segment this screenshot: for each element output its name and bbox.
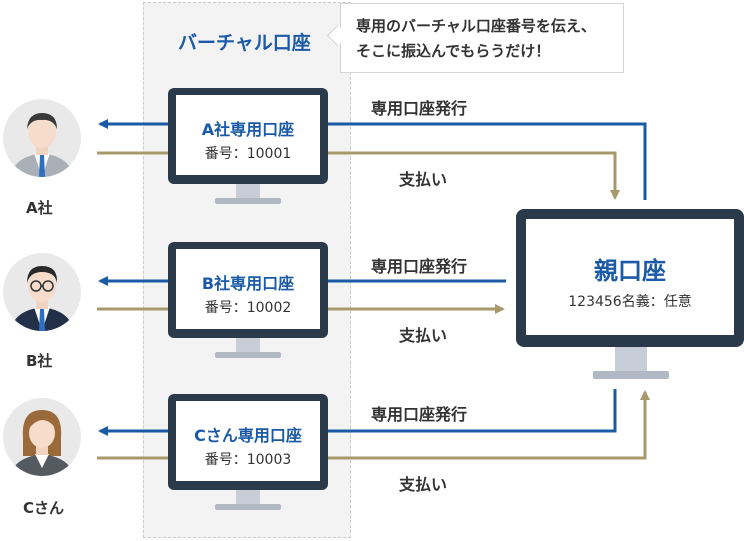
parent-account-monitor: 親口座 123456名義：任意: [516, 209, 744, 347]
monitor-stand: [236, 338, 260, 352]
account-monitor-c: Cさん専用口座 番号：10003: [168, 394, 328, 510]
virtual-zone-title: バーチャル口座: [178, 32, 311, 54]
monitor-base: [215, 352, 281, 358]
callout-text: 専用のバーチャル口座番号を伝え、 そこに振込んでもらうだけ！: [356, 14, 596, 64]
businessman-icon: [11, 113, 73, 177]
monitor-stand: [236, 184, 260, 198]
person-c-label: Cさん: [23, 499, 65, 517]
account-title-c: Cさん専用口座: [194, 426, 302, 445]
businesswoman-icon: [11, 410, 73, 476]
monitor-screen: Cさん専用口座 番号：10003: [176, 401, 320, 481]
account-number-c: 番号：10003: [204, 452, 292, 468]
businessman-glasses-icon: [11, 266, 73, 331]
issue-label-b: 専用口座発行: [371, 257, 468, 276]
monitor-base: [215, 504, 281, 510]
company-a-label: A社: [26, 199, 53, 217]
callout-line-1: 専用のバーチャル口座番号を伝え、: [356, 17, 596, 35]
account-title-a: A社専用口座: [201, 120, 295, 139]
person-c-avatar: [3, 398, 81, 476]
company-b-avatar: [3, 253, 81, 331]
parent-monitor-base: [593, 371, 669, 379]
issue-line-c-right: [328, 389, 617, 433]
parent-monitor-stand: [615, 347, 647, 371]
parent-account-title: 親口座: [594, 257, 666, 285]
account-number-b: 番号：10002: [204, 300, 292, 316]
account-monitor-b: B社専用口座 番号：10002: [168, 242, 328, 358]
pay-line-c-right: [328, 390, 650, 460]
monitor-stand: [236, 490, 260, 504]
callout-line-2: そこに振込んでもらうだけ！: [356, 42, 551, 60]
monitor-screen: A社専用口座 番号：10001: [176, 95, 320, 175]
company-b-label: B社: [26, 352, 53, 370]
company-a-avatar: [3, 99, 81, 177]
account-number-a: 番号：10001: [204, 146, 292, 162]
issue-label-c: 専用口座発行: [371, 405, 468, 424]
parent-account-subtitle: 123456名義：任意: [568, 294, 692, 310]
account-monitor-a: A社専用口座 番号：10001: [168, 88, 328, 204]
monitor-screen: B社専用口座 番号：10002: [176, 249, 320, 329]
monitor-base: [215, 198, 281, 204]
callout-box: [340, 3, 624, 73]
issue-label-a: 専用口座発行: [371, 99, 468, 118]
pay-label-c: 支払い: [399, 475, 448, 494]
parent-monitor-screen: 親口座 123456名義：任意: [526, 219, 734, 335]
pay-label-b: 支払い: [399, 326, 448, 345]
issue-line-a-right: [328, 122, 647, 200]
pay-line-a-right: [328, 151, 620, 200]
account-title-b: B社専用口座: [201, 274, 295, 293]
pay-label-a: 支払い: [399, 170, 448, 189]
